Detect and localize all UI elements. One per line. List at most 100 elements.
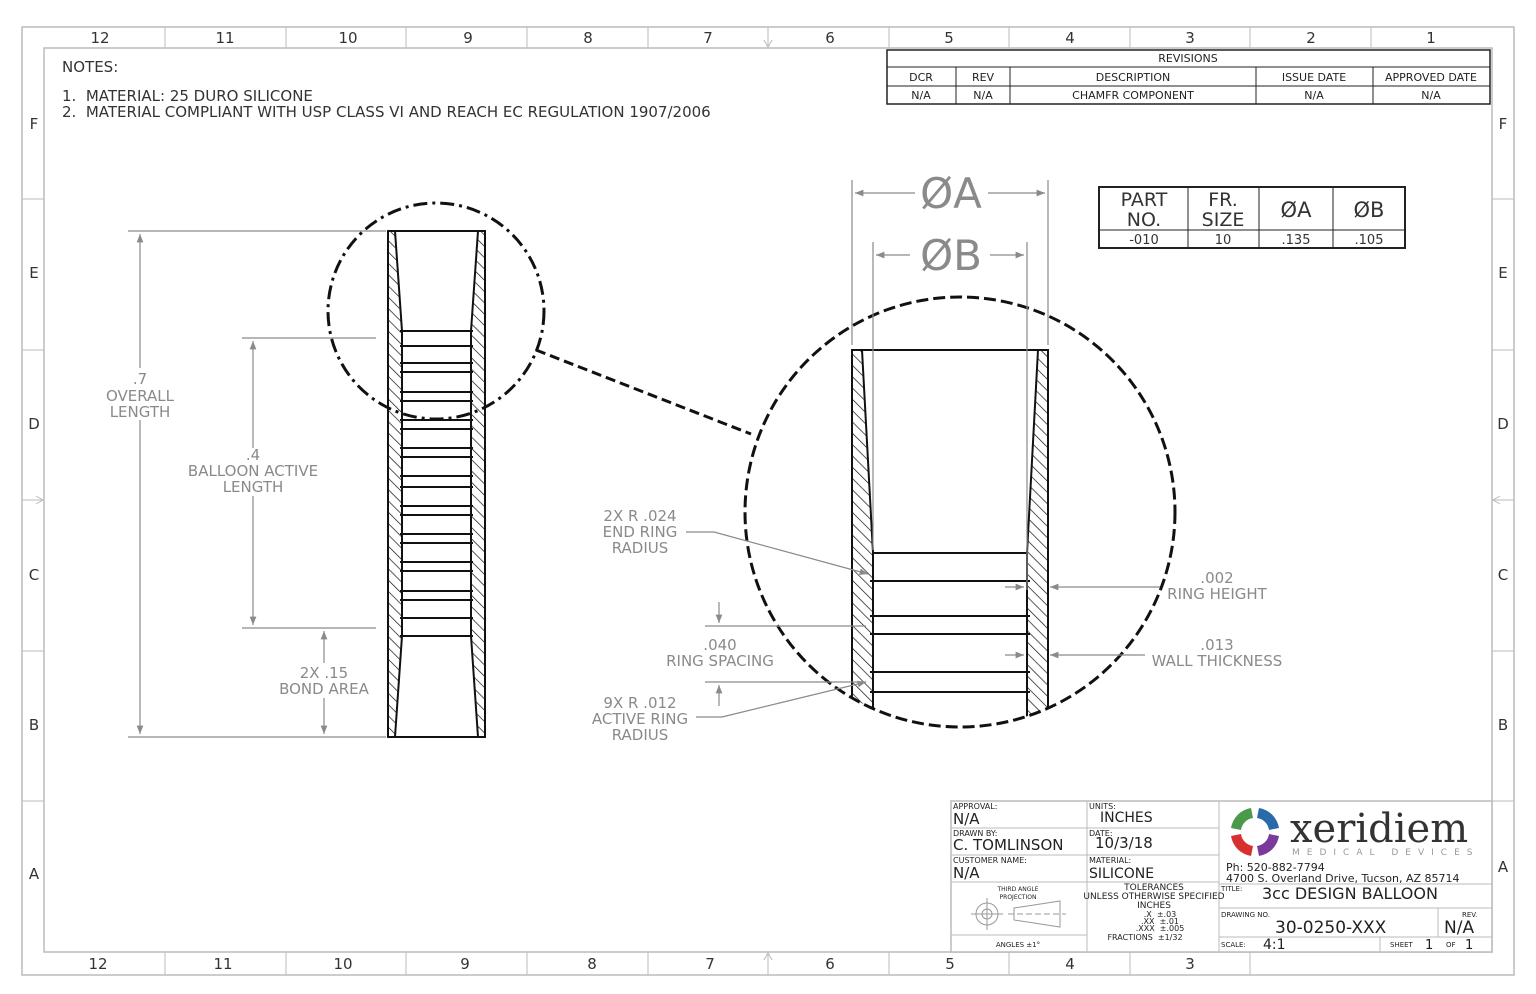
ring-spacing-value: .040 — [703, 636, 736, 654]
svg-text:1: 1 — [1426, 29, 1436, 47]
material-value: SILICONE — [1089, 866, 1154, 882]
xeridiem-logo-icon — [1231, 808, 1279, 856]
dia-a-value: .135 — [1282, 233, 1311, 248]
svg-text:DCR: DCR — [909, 71, 933, 84]
svg-text:.X ±.03: .X ±.03 — [1144, 910, 1177, 919]
svg-text:SIZE: SIZE — [1202, 209, 1245, 231]
svg-text:TOLERANCES: TOLERANCES — [1123, 883, 1184, 893]
company-address: 4700 S. Overland Drive, Tucson, AZ 85714 — [1226, 872, 1460, 885]
date-value: 10/3/18 — [1095, 834, 1153, 852]
company-name: xeridiem — [1290, 806, 1468, 852]
svg-text:9: 9 — [463, 29, 473, 47]
dia-a-label: ØA — [920, 169, 982, 218]
note-2: 2. MATERIAL COMPLIANT WITH USP CLASS VI … — [62, 103, 711, 121]
svg-text:F: F — [30, 115, 39, 133]
svg-text:E: E — [29, 264, 38, 282]
svg-text:.XX ±.01: .XX ±.01 — [1141, 917, 1179, 926]
svg-text:5: 5 — [944, 29, 954, 47]
rev-row-issue-date: N/A — [1304, 89, 1324, 102]
rev-row-approved-date: N/A — [1421, 89, 1441, 102]
svg-text:5: 5 — [945, 955, 955, 973]
svg-text:3: 3 — [1185, 29, 1195, 47]
svg-text:LENGTH: LENGTH — [223, 478, 284, 496]
svg-text:BOND AREA: BOND AREA — [279, 680, 370, 698]
svg-text:ØA: ØA — [1281, 198, 1313, 222]
svg-text:THIRD ANGLE: THIRD ANGLE — [996, 886, 1038, 893]
svg-text:APPROVED DATE: APPROVED DATE — [1385, 71, 1477, 84]
part-number: -010 — [1129, 233, 1159, 248]
third-angle-projection-icon — [971, 898, 1066, 930]
svg-text:SCALE:: SCALE: — [1221, 941, 1246, 949]
svg-text:9: 9 — [460, 955, 470, 973]
detail-callout-circle — [326, 201, 546, 421]
svg-text:3: 3 — [1185, 955, 1195, 973]
svg-text:8: 8 — [587, 955, 597, 973]
revisions-table: REVISIONS DCR REV DESCRIPTION ISSUE DATE… — [886, 49, 1491, 105]
svg-text:F: F — [1499, 115, 1508, 133]
svg-text:INCHES: INCHES — [1137, 901, 1171, 911]
svg-text:NO.: NO. — [1127, 209, 1161, 231]
approval-value: N/A — [953, 810, 980, 828]
svg-text:OVERALL: OVERALL — [106, 387, 175, 405]
svg-text:11: 11 — [213, 955, 232, 973]
dia-b-value: .105 — [1355, 233, 1384, 248]
note-1: 1. MATERIAL: 25 DURO SILICONE — [62, 87, 313, 105]
drawing-number: 30-0250-XXX — [1275, 918, 1387, 938]
svg-text:DRAWING NO.: DRAWING NO. — [1221, 911, 1270, 919]
tolerances-block: TOLERANCES UNLESS OTHERWISE SPECIFIED IN… — [1083, 883, 1224, 942]
notes-heading: NOTES: — [62, 58, 118, 76]
svg-text:C: C — [1498, 566, 1508, 584]
svg-text:10: 10 — [333, 955, 352, 973]
svg-text:WALL THICKNESS: WALL THICKNESS — [1152, 652, 1283, 670]
main-section-view — [326, 201, 546, 738]
svg-text:ACTIVE RING: ACTIVE RING — [592, 710, 688, 728]
sheet-total: 1 — [1465, 938, 1473, 953]
svg-text:B: B — [1498, 716, 1508, 734]
svg-text:PART: PART — [1121, 189, 1168, 211]
svg-text:REV: REV — [972, 71, 995, 84]
ring-height-value: .002 — [1200, 569, 1233, 587]
bond-area-value: 2X .15 — [300, 664, 348, 682]
drawn-by-value: C. TOMLINSON — [953, 836, 1063, 854]
sheet-number: 1 — [1425, 938, 1433, 953]
svg-text:B: B — [29, 716, 39, 734]
svg-text:UNITS:: UNITS: — [1089, 802, 1116, 811]
svg-text:END RING: END RING — [603, 523, 678, 541]
svg-text:PROJECTION: PROJECTION — [1000, 894, 1037, 901]
svg-text:A: A — [29, 865, 40, 883]
svg-text:DATE:: DATE: — [1089, 829, 1113, 838]
sheet-border — [21, 26, 1515, 976]
svg-text:8: 8 — [583, 29, 593, 47]
rev-row-description: CHAMFR COMPONENT — [1072, 89, 1194, 102]
svg-text:REVISIONS: REVISIONS — [1158, 52, 1217, 65]
svg-text:4: 4 — [1065, 955, 1075, 973]
svg-text:D: D — [28, 415, 40, 433]
svg-text:MATERIAL:: MATERIAL: — [1089, 856, 1131, 865]
main-view-dimensions — [128, 230, 386, 738]
svg-text:ANGLES ±1°: ANGLES ±1° — [996, 941, 1040, 949]
notes-block: NOTES: 1. MATERIAL: 25 DURO SILICONE 2. … — [62, 58, 711, 121]
company-subtitle: MEDICAL DEVICES — [1292, 848, 1479, 858]
svg-text:D: D — [1497, 415, 1509, 433]
svg-text:BALLOON ACTIVE: BALLOON ACTIVE — [188, 462, 318, 480]
svg-text:FR.: FR. — [1208, 189, 1238, 211]
svg-text:A: A — [1498, 858, 1509, 876]
main-view-dimension-labels: .7 OVERALL LENGTH .4 BALLOON ACTIVE LENG… — [106, 370, 370, 698]
svg-text:FRACTIONS ±1/32: FRACTIONS ±1/32 — [1107, 933, 1182, 942]
svg-text:7: 7 — [703, 29, 713, 47]
end-ring-value: 2X R .024 — [603, 507, 676, 525]
svg-text:E: E — [1498, 264, 1507, 282]
svg-text:RING SPACING: RING SPACING — [666, 652, 774, 670]
svg-text:REV.: REV. — [1462, 911, 1477, 919]
wall-thickness-value: .013 — [1200, 636, 1233, 654]
scale-value: 4:1 — [1263, 937, 1286, 953]
svg-text:11: 11 — [215, 29, 234, 47]
svg-text:TITLE:: TITLE: — [1220, 885, 1242, 893]
zone-labels-top: 12 11 10 9 8 7 6 5 4 3 2 1 — [90, 29, 1435, 47]
svg-text:C: C — [29, 566, 39, 584]
detail-leader-line — [535, 348, 752, 436]
svg-text:10: 10 — [338, 29, 357, 47]
svg-text:DESCRIPTION: DESCRIPTION — [1096, 71, 1170, 84]
svg-text:APPROVAL:: APPROVAL: — [953, 802, 997, 811]
